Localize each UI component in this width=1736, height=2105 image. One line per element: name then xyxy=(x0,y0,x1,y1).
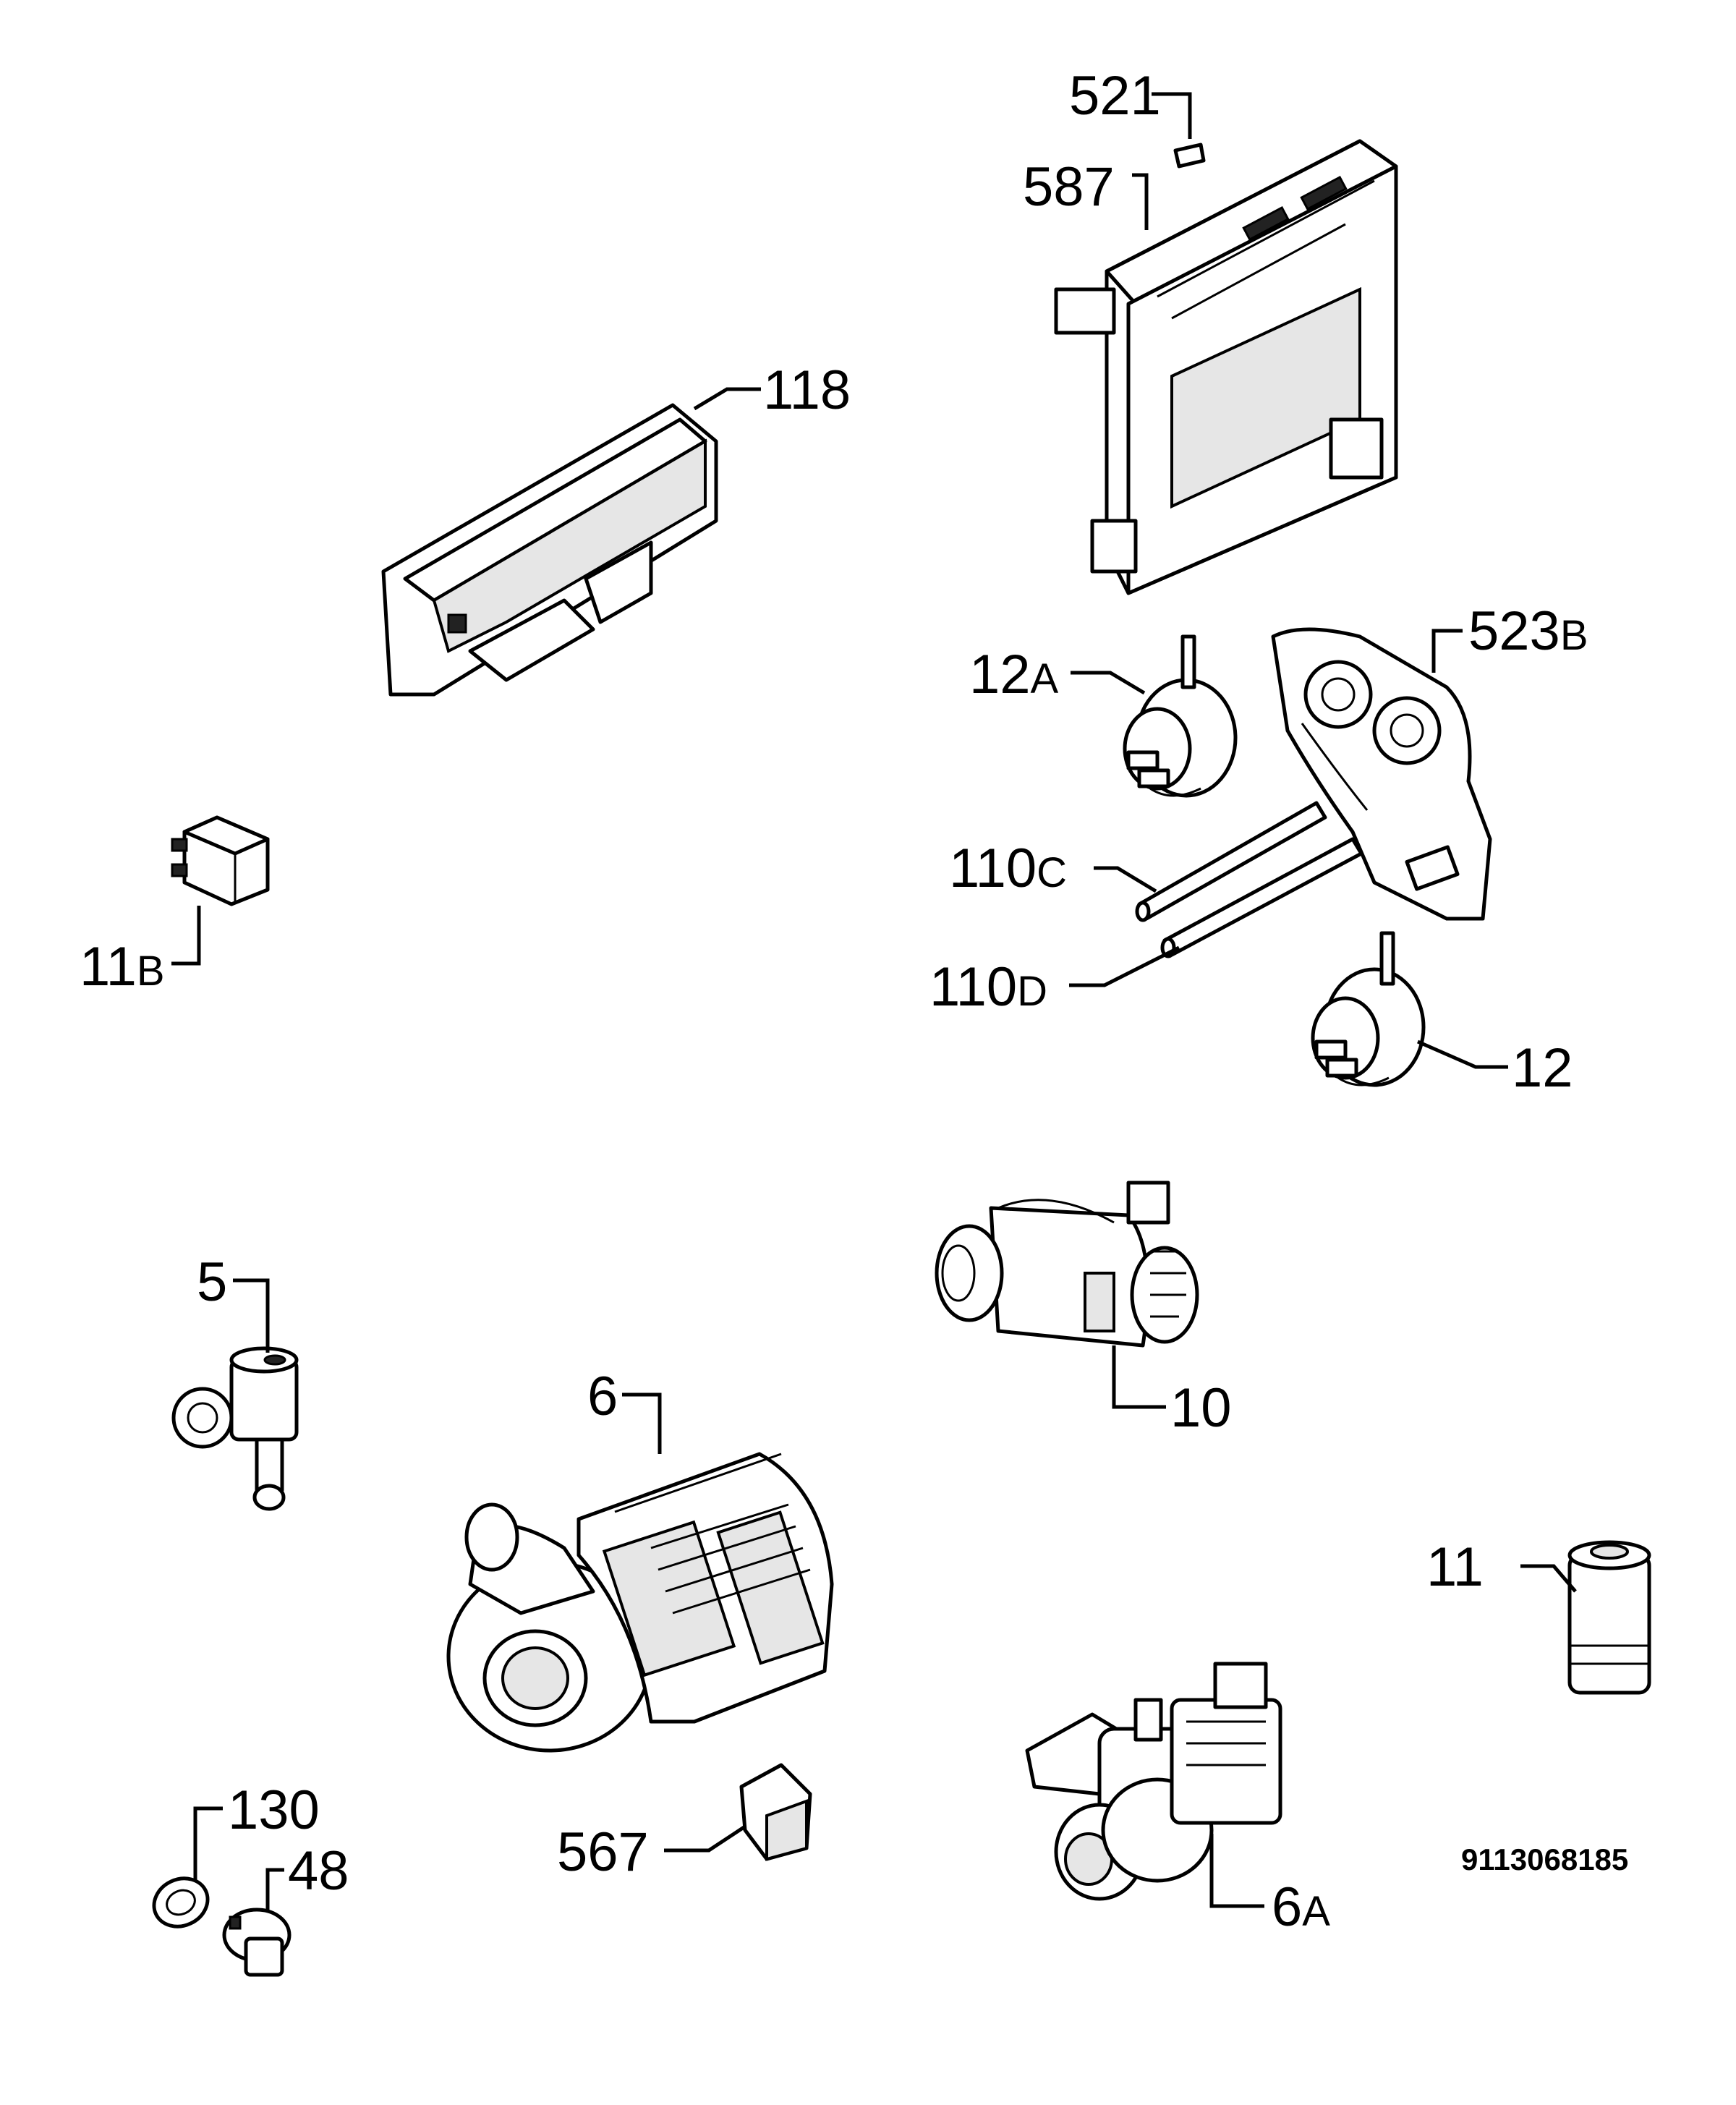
label-523b: 523B xyxy=(1468,600,1588,662)
label-521: 521 xyxy=(1069,65,1161,127)
leader-5 xyxy=(233,1278,270,1353)
leader-521 xyxy=(1152,92,1192,139)
leader-110d xyxy=(1069,945,1180,987)
part-11b-drawing xyxy=(171,815,270,906)
part-110c-drawing xyxy=(1135,801,1327,922)
label-110d: 110D xyxy=(929,956,1047,1018)
part-12-drawing xyxy=(1311,931,1426,1087)
leader-6 xyxy=(622,1392,662,1454)
part-6a-drawing xyxy=(1025,1662,1282,1901)
leader-6a xyxy=(1209,1834,1264,1908)
part-10-drawing xyxy=(935,1181,1199,1348)
label-11: 11 xyxy=(1426,1536,1484,1598)
part-523b-drawing xyxy=(1271,627,1492,921)
leader-110c xyxy=(1094,866,1157,893)
part-48-drawing xyxy=(222,1908,292,1977)
document-number: 9113068185 xyxy=(1461,1842,1628,1876)
part-118-drawing xyxy=(381,403,718,697)
leader-587 xyxy=(1132,173,1149,230)
label-567: 567 xyxy=(557,1821,649,1883)
part-11-drawing xyxy=(1567,1540,1651,1695)
leader-523b xyxy=(1431,629,1463,673)
label-48: 48 xyxy=(288,1840,349,1902)
label-12a: 12A xyxy=(969,644,1059,705)
part-567-drawing xyxy=(739,1763,812,1861)
label-6a: 6A xyxy=(1272,1876,1330,1938)
leader-130 xyxy=(193,1806,223,1881)
part-587-drawing xyxy=(1054,139,1398,595)
leader-11b xyxy=(171,906,201,966)
leader-48 xyxy=(265,1868,284,1910)
leader-12 xyxy=(1416,1039,1508,1069)
leader-11 xyxy=(1520,1564,1577,1593)
leader-567 xyxy=(664,1824,746,1853)
leader-118 xyxy=(693,387,761,411)
part-110d-drawing xyxy=(1160,837,1363,958)
leader-10 xyxy=(1112,1345,1166,1409)
part-130-drawing xyxy=(152,1876,210,1928)
label-118: 118 xyxy=(763,360,851,421)
part-5-drawing xyxy=(171,1346,299,1511)
label-11b: 11B xyxy=(80,936,165,998)
label-130: 130 xyxy=(228,1779,320,1841)
label-110c: 110C xyxy=(949,838,1067,899)
label-10: 10 xyxy=(1170,1377,1232,1439)
label-587: 587 xyxy=(1023,156,1115,218)
label-5: 5 xyxy=(197,1251,227,1313)
leader-12a xyxy=(1071,671,1146,695)
part-12a-drawing xyxy=(1123,634,1238,798)
label-6: 6 xyxy=(587,1366,618,1427)
label-12: 12 xyxy=(1512,1037,1573,1099)
part-6-drawing xyxy=(446,1452,834,1753)
part-521-drawing xyxy=(1173,143,1206,169)
